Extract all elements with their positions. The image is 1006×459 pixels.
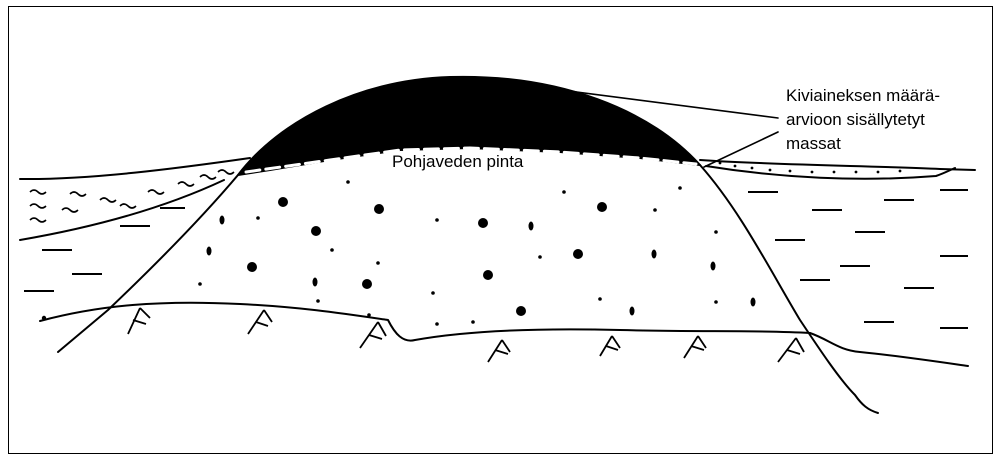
left-sediment-bottom: [20, 180, 224, 240]
right-sediment-top: [700, 160, 975, 170]
annotation-line-3: massat: [786, 134, 841, 154]
annotation-line-2: arvioon sisällytetyt: [786, 110, 925, 130]
left-sediment-top: [20, 158, 250, 179]
clay-dashes-left: [24, 208, 185, 291]
mound-right-slope: [700, 165, 878, 413]
annotation-line-1: Kiviaineksen määrä-: [786, 86, 940, 106]
groundwater-level-label: Pohjaveden pinta: [392, 152, 523, 172]
clay-dashes-right: [748, 190, 968, 328]
bedrock-surface: [40, 303, 968, 366]
mound-left-slope: [58, 175, 238, 352]
bedrock-ticks: [128, 308, 804, 362]
